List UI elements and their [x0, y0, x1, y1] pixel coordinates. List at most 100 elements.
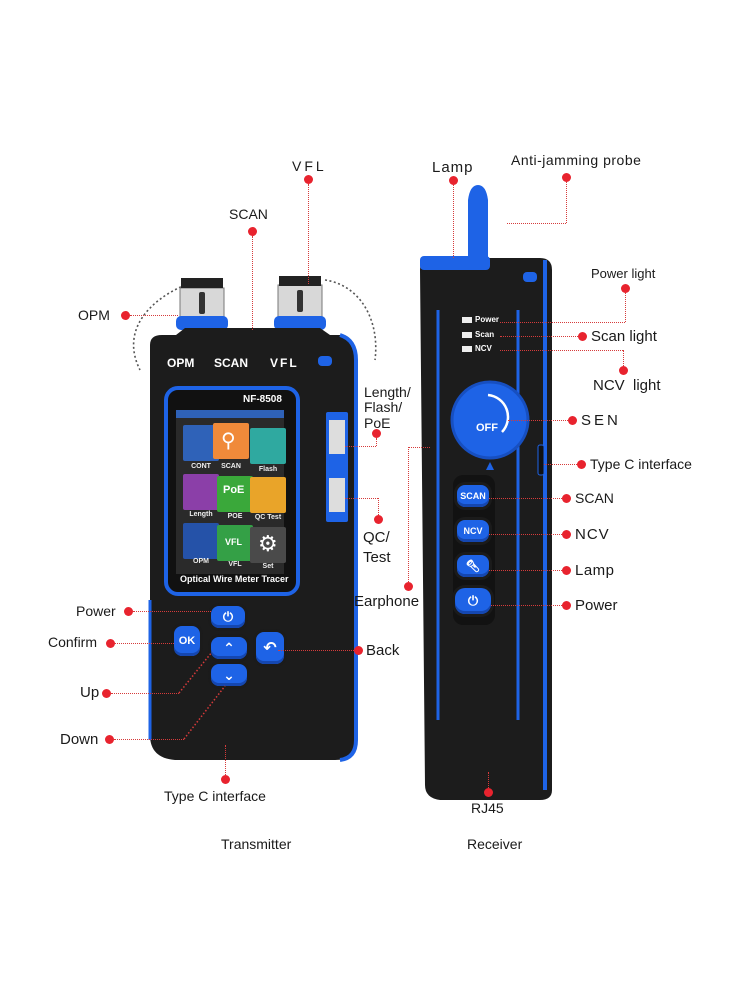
- callout-lamp-rx-label: Lamp: [575, 562, 615, 579]
- callout-ncv-light-label: NCV light: [593, 377, 661, 394]
- indicator-label-power: Power: [475, 315, 500, 324]
- transmitter-back-button[interactable]: ↶: [256, 632, 284, 664]
- callout-qc-test-line-h: [345, 498, 378, 499]
- callout-type-c-rx-dot: [577, 460, 586, 469]
- callout-sen-line: [508, 420, 568, 421]
- callout-vfl-line: [308, 184, 309, 284]
- callout-power-light-label: Power light: [591, 266, 656, 281]
- chevron-up-icon: ⌃: [223, 639, 235, 656]
- callout-earphone-label: Earphone: [354, 593, 420, 610]
- app-set-label: Set: [262, 563, 274, 570]
- callout-down-line: [114, 739, 184, 740]
- callout-back-line: [278, 650, 354, 651]
- callout-scan-light-label: Scan light: [591, 328, 657, 345]
- app-vfl-tile[interactable]: VFL: [217, 525, 253, 561]
- magnifier-icon: ⚲: [221, 430, 236, 452]
- callout-qc-test-dot: [374, 515, 383, 524]
- opm-connector: [176, 278, 228, 330]
- callout-lamp-top-line: [453, 185, 454, 258]
- callout-lamp-top-label: Lamp: [432, 159, 474, 176]
- callout-ncv-rx-label: NCV: [575, 526, 610, 543]
- transmitter-up-button[interactable]: ⌃: [211, 637, 247, 659]
- callout-scan-rx-label: SCAN: [575, 490, 614, 506]
- callout-sen-label: SEN: [581, 412, 621, 429]
- transmitter-down-button[interactable]: ⌄: [211, 664, 247, 686]
- app-scan-label: SCAN: [221, 463, 241, 470]
- callout-back-dot: [354, 646, 363, 655]
- callout-sen-dot: [568, 416, 577, 425]
- chevron-down-icon: ⌄: [223, 666, 235, 683]
- callout-probe-dot: [562, 173, 571, 182]
- callout-power-light-line-h: [500, 322, 625, 323]
- poe-icon-text: PoE: [223, 484, 245, 496]
- callout-length-flash-poe-label: Length/ Flash/ PoE: [364, 384, 411, 431]
- model-number: NF-8508: [243, 394, 282, 405]
- app-length-tile[interactable]: [183, 474, 219, 510]
- callout-power-rx-dot: [562, 601, 571, 610]
- transmitter-ok-button[interactable]: OK: [174, 626, 200, 656]
- callout-rj45-dot: [484, 788, 493, 797]
- callout-power-line: [133, 611, 211, 612]
- app-flash-tile[interactable]: [250, 428, 286, 464]
- callout-power-light-line-v: [625, 293, 626, 322]
- app-vfl-label: VFL: [228, 561, 242, 568]
- callout-power-rx-line: [491, 605, 562, 606]
- callout-probe-label: Anti-jamming probe: [511, 152, 642, 168]
- callout-type-c-tx-label: Type C interface: [164, 788, 266, 804]
- callout-scan-light-line: [500, 336, 578, 337]
- callout-type-c-rx-label: Type C interface: [590, 456, 692, 472]
- callout-type-c-tx-dot: [221, 775, 230, 784]
- callout-length-flash-poe-line-v: [376, 438, 377, 446]
- port-label-opm: OPM: [167, 356, 195, 370]
- callout-qc-test-line-v: [378, 498, 379, 515]
- app-scan-tile[interactable]: ⚲: [213, 423, 249, 459]
- callout-ncv-light-dot: [619, 366, 628, 375]
- app-poe-label: POE: [227, 513, 243, 520]
- app-opm-tile[interactable]: [183, 523, 219, 559]
- callout-scan-light-dot: [578, 332, 587, 341]
- indicator-label-scan: Scan: [475, 330, 495, 339]
- callout-power-label: Power: [76, 603, 116, 619]
- receiver-lamp-button[interactable]: 🔦︎: [457, 555, 489, 577]
- callout-qc-test-label: QC/ Test: [363, 529, 391, 566]
- app-poe-tile[interactable]: PoE: [217, 476, 253, 512]
- callout-scan-rx-dot: [562, 494, 571, 503]
- callout-ncv-rx-dot: [562, 530, 571, 539]
- callout-type-c-rx-line: [544, 464, 577, 465]
- callout-up-dot: [102, 689, 111, 698]
- transmitter-caption: Transmitter: [221, 836, 292, 852]
- callout-power-dot: [124, 607, 133, 616]
- callout-length-flash-poe-line-h: [345, 446, 376, 447]
- receiver-power-button[interactable]: ⏻: [455, 588, 491, 614]
- callout-scan-rx-line: [489, 498, 562, 499]
- receiver-ncv-button[interactable]: NCV: [457, 520, 489, 542]
- receiver-caption: Receiver: [467, 836, 523, 852]
- app-qc-test-tile[interactable]: [250, 477, 286, 513]
- callout-type-c-tx-line: [225, 745, 226, 775]
- app-set-tile[interactable]: ⚙: [250, 527, 286, 563]
- gear-icon: ⚙: [258, 531, 278, 556]
- callout-opm-label: OPM: [78, 307, 110, 323]
- dial-off-label: OFF: [476, 422, 498, 434]
- dust-cap-chain: [132, 279, 377, 371]
- vfl-icon-text: VFL: [225, 537, 242, 547]
- callout-vfl-label: VFL: [292, 158, 327, 174]
- callout-rj45-label: RJ45: [471, 800, 504, 816]
- receiver-scan-button[interactable]: SCAN: [457, 485, 489, 507]
- callout-power-light-dot: [621, 284, 630, 293]
- back-arrow-icon: ↶: [263, 640, 277, 657]
- transmitter-power-button[interactable]: ⏻: [211, 606, 245, 628]
- callout-opm-dot: [121, 311, 130, 320]
- indicator-label-ncv: NCV: [475, 344, 492, 353]
- callout-back-label: Back: [366, 642, 400, 659]
- callout-lamp-top-dot: [449, 176, 458, 185]
- callout-scan-dot: [248, 227, 257, 236]
- callout-probe-line-h: [507, 223, 566, 224]
- callout-down-label: Down: [60, 731, 99, 748]
- port-label-scan: SCAN: [214, 356, 249, 370]
- vfl-connector: [274, 276, 326, 330]
- callout-confirm-dot: [106, 639, 115, 648]
- callout-confirm-label: Confirm: [48, 634, 98, 650]
- callout-vfl-dot: [304, 175, 313, 184]
- callout-earphone-line-h: [408, 447, 430, 448]
